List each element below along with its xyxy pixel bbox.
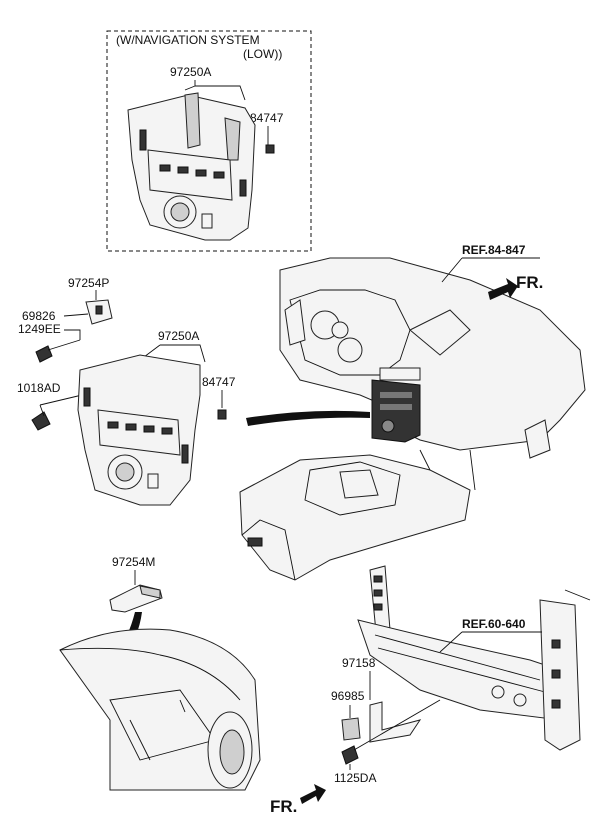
label-97250A-top: 97250A (170, 65, 211, 79)
car-illustration (59, 628, 261, 791)
clip-84747-top (265, 144, 275, 154)
nav-title-line1: (W/NAVIGATION SYSTEM (116, 33, 260, 47)
label-1018AD: 1018AD (17, 381, 61, 395)
screw-1125DA (341, 699, 441, 765)
pointer-panel-to-dash (246, 410, 370, 426)
label-97254M: 97254M (112, 555, 155, 569)
label-96985: 96985 (331, 689, 365, 703)
leader-97250A-top (184, 80, 246, 101)
fr-label-bottom: FR. (270, 797, 297, 816)
leader-1018AD (39, 394, 83, 406)
label-1125DA: 1125DA (334, 771, 376, 785)
fr-arrow-top-icon (488, 278, 518, 300)
screw-1249EE (35, 339, 81, 363)
label-97158: 97158 (342, 656, 376, 670)
label-84747-mid: 84747 (202, 375, 236, 389)
label-97250A-mid: 97250A (158, 329, 199, 343)
screw-1018AD (31, 404, 51, 431)
label-69826: 69826 (22, 309, 56, 323)
bracket-97158 (369, 701, 422, 743)
ref-84-847-label: REF.84-847 (462, 243, 526, 257)
leader-69826-1249EE (63, 313, 89, 340)
climate-control-panel-std (77, 354, 201, 506)
nav-title-line2: (LOW)) (243, 47, 282, 61)
climate-control-panel-nav (127, 92, 256, 241)
sensor-97254M (109, 584, 163, 613)
crash-pad-frame (357, 565, 591, 751)
ref-84-847-leader (441, 257, 540, 283)
ref-60-640-label: REF.60-640 (462, 617, 526, 631)
label-84747-top: 84747 (250, 111, 284, 125)
clip-84747-mid (217, 409, 227, 420)
nav-system-inset-box (106, 30, 312, 252)
sensor-97254P (85, 299, 113, 325)
fr-arrow-bottom-icon (300, 784, 326, 804)
ref-60-640-leader (439, 631, 542, 653)
label-1249EE: 1249EE (18, 322, 61, 336)
sensor-96985 (341, 717, 361, 741)
fr-label-top: FR. (516, 273, 543, 292)
label-97254P: 97254P (68, 276, 109, 290)
dashboard-illustration (239, 257, 586, 581)
